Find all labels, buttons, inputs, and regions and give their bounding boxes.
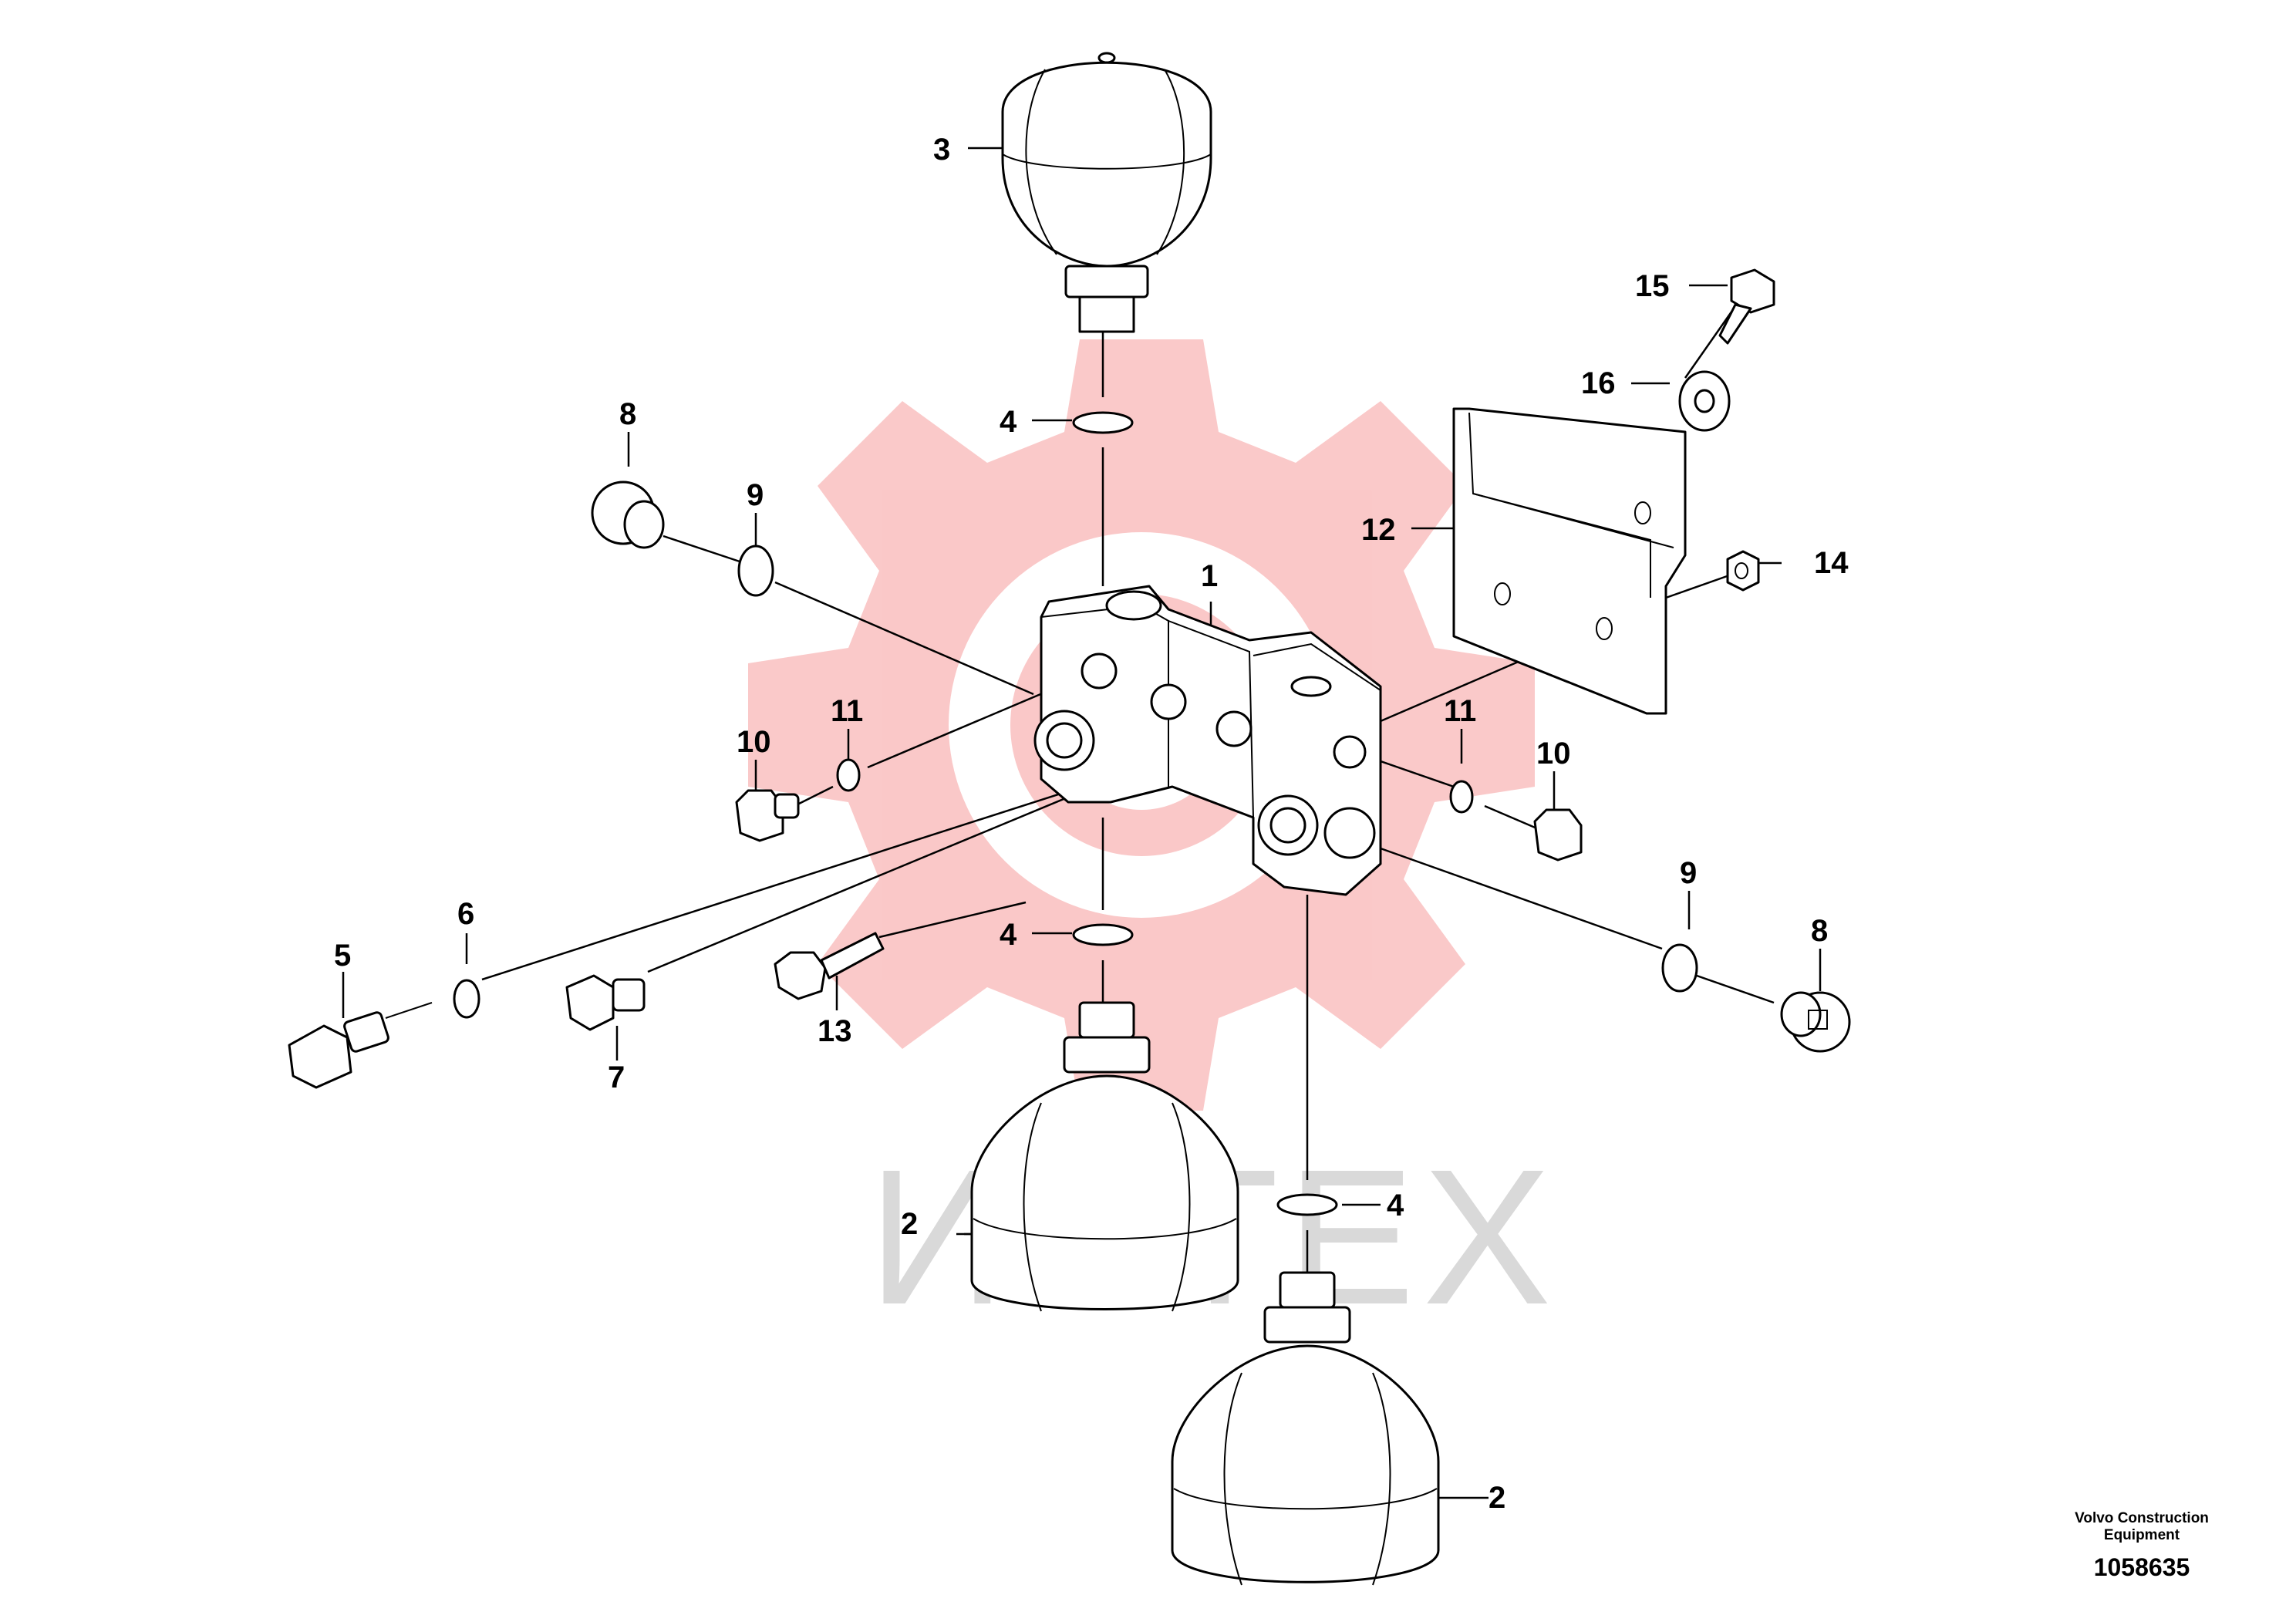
callout-10-left: 10	[737, 725, 771, 759]
small-plug-right	[1533, 808, 1583, 862]
callout-16: 16	[1581, 366, 1616, 400]
plug-left	[591, 481, 665, 549]
callout-10-right: 10	[1536, 737, 1571, 771]
callout-13: 13	[818, 1014, 852, 1048]
callout-2-right: 2	[1489, 1481, 1505, 1515]
accumulator-lower-right	[1171, 1271, 1440, 1586]
callout-8-right: 8	[1811, 914, 1828, 948]
callout-3: 3	[933, 133, 950, 167]
seal-left	[836, 758, 861, 792]
o-ring-left	[737, 545, 774, 597]
mounting-bracket	[1452, 407, 1687, 715]
callout-15: 15	[1635, 269, 1670, 303]
callout-6: 6	[457, 897, 474, 931]
callout-9-left: 9	[747, 478, 764, 512]
pressure-sensor-5	[288, 1002, 433, 1089]
callout-7: 7	[608, 1061, 625, 1094]
o-ring-middle	[1072, 923, 1134, 946]
callout-9-right: 9	[1680, 856, 1697, 890]
accumulator-top	[1001, 52, 1212, 333]
callout-8-left: 8	[619, 397, 636, 431]
seal-right	[1449, 780, 1474, 814]
seal-6	[453, 979, 480, 1019]
bolt-13	[774, 932, 885, 1000]
o-ring-top	[1072, 411, 1134, 434]
callout-11-right: 11	[1444, 694, 1476, 728]
callout-5: 5	[334, 939, 351, 973]
nut-14	[1726, 550, 1760, 592]
credit-brand: Volvo Construction Equipment	[2075, 1510, 2209, 1543]
callout-14: 14	[1814, 546, 1849, 580]
callout-labels: 1 2 2 3 4 4 4 5 6 7 8 8 9 9 10 10 11 11 …	[334, 133, 1849, 1515]
plug-right	[1780, 991, 1851, 1053]
washer-16	[1678, 370, 1731, 432]
o-ring-right	[1661, 943, 1698, 993]
small-plug-left	[735, 789, 800, 842]
credit-number: 1058635	[2093, 1553, 2190, 1581]
o-ring-lower	[1276, 1193, 1338, 1216]
callout-2-left: 2	[901, 1207, 918, 1241]
callout-4-lower: 4	[1387, 1189, 1404, 1222]
sensor-7	[565, 974, 646, 1031]
accumulator-lower-left	[970, 1001, 1239, 1312]
callout-11-left: 11	[831, 694, 863, 728]
valve-block	[1033, 585, 1382, 896]
callout-4-middle: 4	[1000, 918, 1017, 952]
screw-15	[1718, 268, 1775, 345]
callout-4-top: 4	[1000, 405, 1017, 439]
callout-ticks	[342, 147, 1822, 1499]
callout-12: 12	[1361, 513, 1396, 547]
callout-1: 1	[1201, 559, 1218, 593]
